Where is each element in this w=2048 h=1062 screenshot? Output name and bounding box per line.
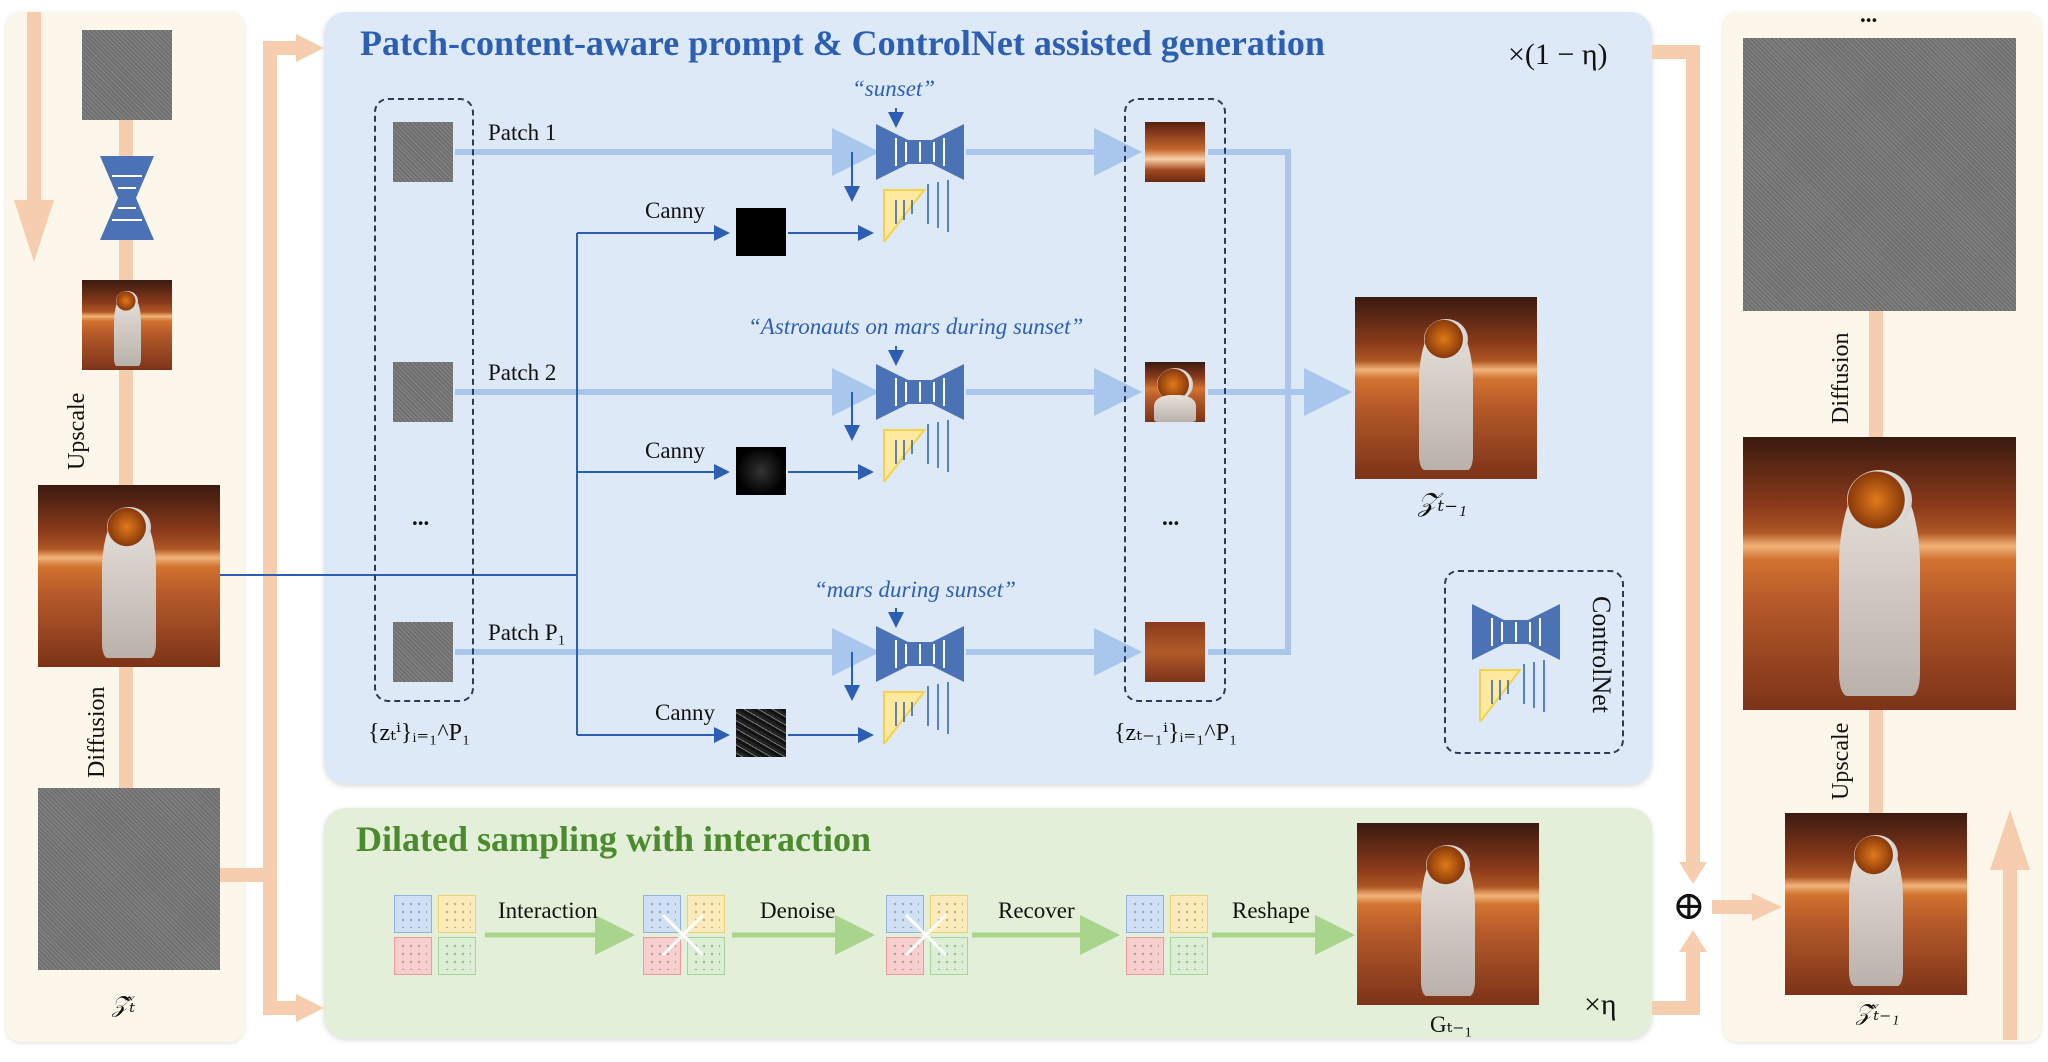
prompt-1: “sunset” <box>852 76 936 101</box>
top-repeat-label: ×(1 − η) <box>1508 38 1608 71</box>
output-ellipsis: ... <box>1162 505 1180 530</box>
left-input-label: 𝒵̂ₜ <box>112 992 136 1017</box>
dilated-sampling-title: Dilated sampling with interaction <box>356 819 872 859</box>
canny-label-2: Canny <box>645 438 706 463</box>
dilated-output-image <box>1357 823 1539 1005</box>
left-noise-top <box>82 30 172 120</box>
prompt-2: “Astronauts on mars during sunset” <box>748 314 1084 339</box>
step-reshape-label: Reshape <box>1232 898 1310 923</box>
patch-p1-latent <box>393 622 453 682</box>
merge-plus-icon: ⊕ <box>1672 883 1706 928</box>
prompt-3: “mars during sunset” <box>814 577 1016 602</box>
right-upscale-label: Upscale <box>1828 722 1854 800</box>
canny-label-1: Canny <box>645 198 706 223</box>
left-upscale-label: Upscale <box>64 392 90 470</box>
merged-output-image <box>1355 297 1537 479</box>
left-diffusion-label: Diffusion <box>84 686 110 778</box>
canny-map-2 <box>736 447 786 495</box>
unet-block-2 <box>876 364 964 482</box>
right-small-image <box>1785 813 1967 995</box>
input-set-label: {zₜⁱ}ᵢ₌₁^P₁ <box>368 720 471 746</box>
patch-generation-title: Patch-content-aware prompt & ControlNet … <box>360 23 1325 63</box>
unet-block-3 <box>876 626 964 744</box>
output-patches-box <box>1124 98 1226 702</box>
step-interaction-label: Interaction <box>498 898 598 923</box>
dilated-output-label: Gₜ₋₁ <box>1430 1012 1473 1037</box>
right-output-label: 𝒵̂ₜ₋₁ <box>1856 1000 1900 1025</box>
unet-block-1 <box>876 124 964 242</box>
patch-1-label: Patch 1 <box>488 120 557 145</box>
patch-2-latent <box>393 362 453 422</box>
output-patch-p1 <box>1145 622 1205 682</box>
controlnet-legend-icon <box>1472 604 1560 722</box>
controlnet-legend-label: ControlNet <box>1587 596 1616 713</box>
input-ellipsis: ... <box>412 505 430 530</box>
vae-hourglass-icon <box>100 156 154 240</box>
right-diffusion-label: Diffusion <box>1828 332 1854 424</box>
canny-map-3 <box>736 709 786 757</box>
input-patches-box <box>374 98 474 702</box>
right-ellipsis: ... <box>1860 2 1878 27</box>
canny-label-3: Canny <box>655 700 716 725</box>
controlnet-legend-box <box>1444 570 1624 754</box>
left-large-image <box>38 485 220 667</box>
output-patch-2 <box>1145 362 1205 422</box>
right-large-image <box>1743 437 2016 710</box>
output-set-label: {zₜ₋₁ⁱ}ᵢ₌₁^P₁ <box>1114 720 1238 746</box>
left-noise-latent <box>38 788 220 970</box>
bottom-repeat-label: ×η <box>1584 988 1617 1021</box>
left-small-image <box>82 280 172 370</box>
patch-p1-label: Patch P₁ <box>488 620 566 645</box>
step-recover-label: Recover <box>998 898 1075 923</box>
left-down-arrow <box>14 12 54 262</box>
merged-output-label: 𝒵ₜ₋₁ <box>1418 488 1467 517</box>
patch-1-latent <box>393 122 453 182</box>
output-patch-1 <box>1145 122 1205 182</box>
step-denoise-label: Denoise <box>760 898 836 923</box>
canny-map-1 <box>736 208 786 256</box>
patch-2-label: Patch 2 <box>488 360 557 385</box>
right-noise-image <box>1743 38 2016 311</box>
